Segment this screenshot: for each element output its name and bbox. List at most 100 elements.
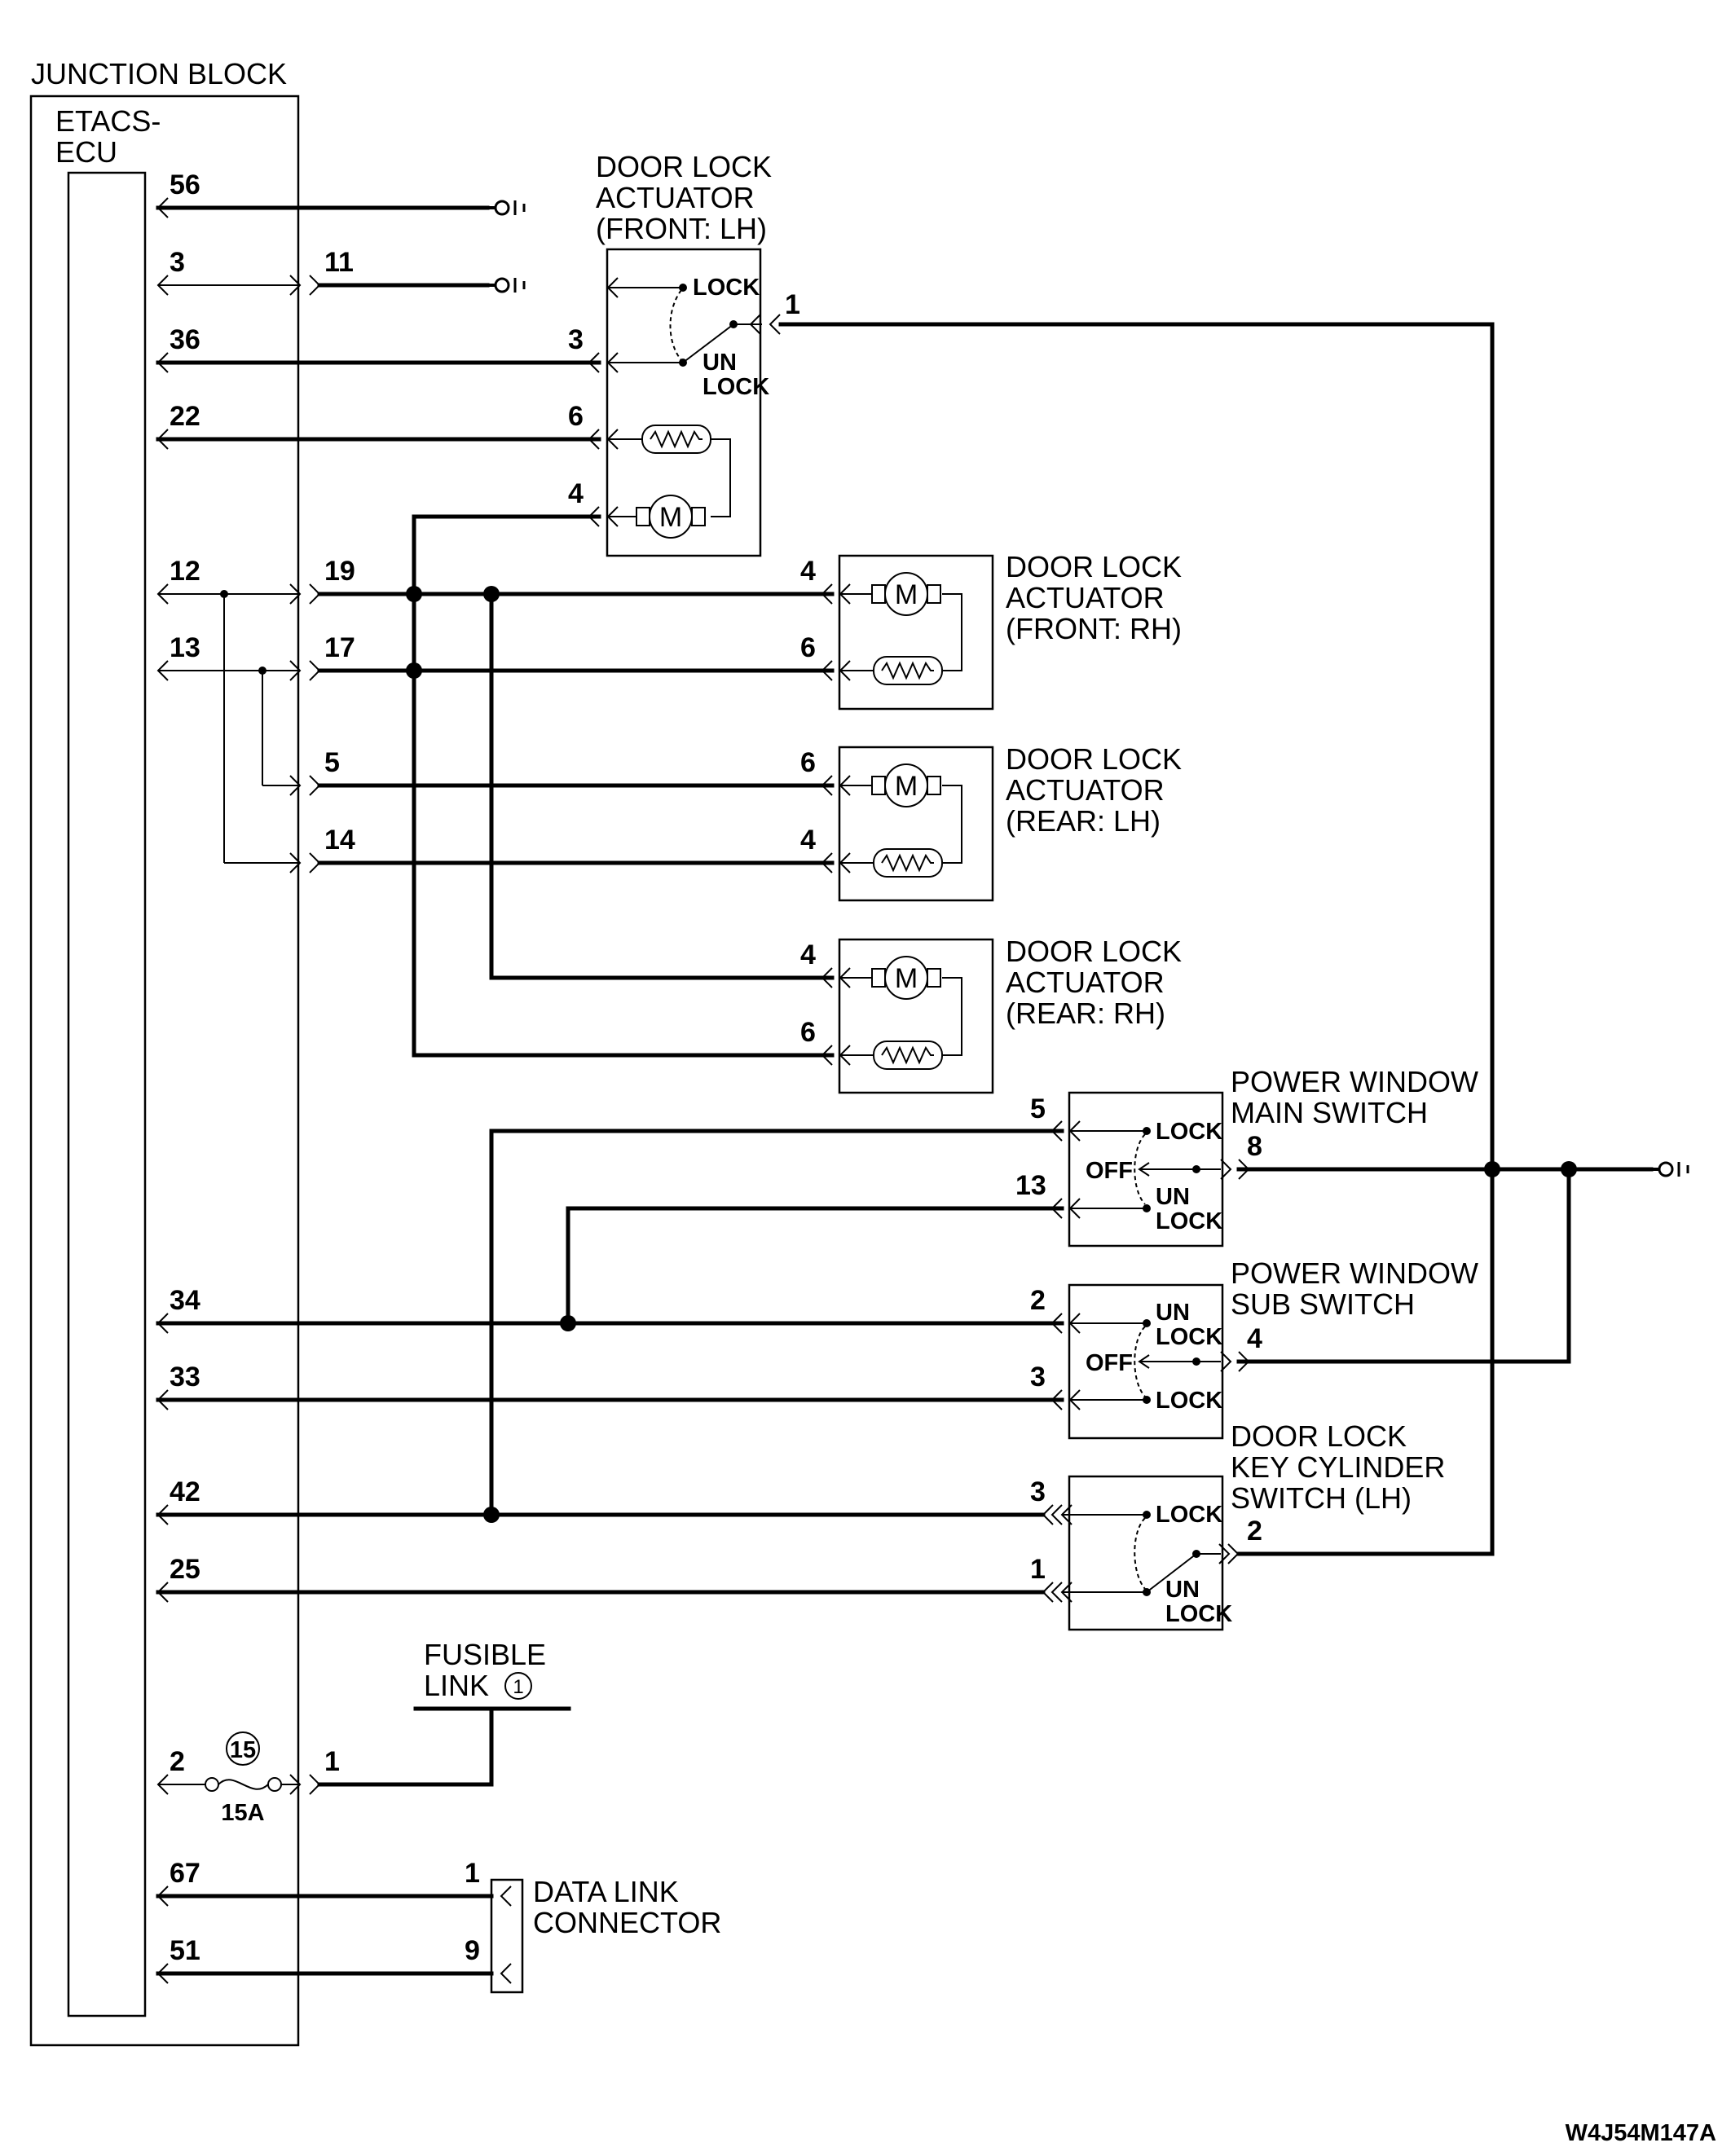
actuator-rear-rh-title-2: ACTUATOR (1006, 966, 1165, 999)
actuator-front-rh-title-1: DOOR LOCK (1006, 550, 1182, 583)
switch-pivot (729, 320, 738, 328)
actuator-front-lh (606, 248, 762, 557)
actuator-front-lh-title-3: (FRONT: LH) (596, 212, 767, 245)
flh-pin-3: 3 (568, 324, 584, 355)
contact (1143, 1588, 1151, 1596)
pw-sub-pin-4: 4 (1247, 1323, 1262, 1354)
junction-block-title: JUNCTION BLOCK (31, 57, 287, 90)
motor-icon (866, 763, 941, 807)
ecu-title-line1: ETACS- (55, 104, 161, 138)
motor-icon (866, 956, 941, 1000)
actuator-front-lh-conn (588, 314, 781, 527)
key-cyl-title-2: KEY CYLINDER (1231, 1450, 1445, 1484)
ground-icon (1650, 1160, 1689, 1178)
rrh-pin-4: 4 (800, 939, 816, 970)
pw-main-pin-8: 8 (1247, 1131, 1262, 1162)
rlh-pin-6: 6 (800, 747, 816, 778)
data-link-title-1: DATA LINK (533, 1875, 679, 1908)
contact (1143, 1204, 1151, 1212)
actuator-front-lh-title-1: DOOR LOCK (596, 150, 772, 183)
fusible-link-title-2: LINK (424, 1669, 489, 1702)
contact (1143, 1127, 1151, 1135)
jb-pin-11: 11 (324, 247, 354, 278)
jb-pin-19: 19 (324, 556, 355, 587)
actuator-front-rh (838, 554, 994, 711)
key-cylinder-internals (1042, 1504, 1240, 1603)
key-cyl-pin-3: 3 (1030, 1476, 1046, 1507)
harness-wires (156, 205, 1654, 1976)
pw-sub-switch (1068, 1283, 1224, 1440)
pw-main-unlock-label-2: LOCK (1156, 1208, 1222, 1234)
flh-pin-1: 1 (785, 289, 800, 320)
pw-main-pin-5: 5 (1030, 1093, 1046, 1124)
ecu-pin-22: 22 (170, 401, 200, 432)
data-link-connector (490, 1878, 524, 1994)
actuator-front-rh-title-2: ACTUATOR (1006, 581, 1165, 614)
actuator-rear-lh-internals (821, 775, 962, 873)
jb-pin-17: 17 (324, 632, 355, 663)
etacs-ecu (67, 171, 147, 2017)
ecu-pin-51: 51 (170, 1935, 200, 1966)
ecu-pin-36: 36 (170, 324, 200, 355)
jb-pin-1: 1 (324, 1746, 340, 1777)
actuator-front-rh-internals (821, 583, 962, 681)
key-cyl-unlock-label-1: UN (1165, 1577, 1200, 1603)
splice-13 (258, 667, 266, 675)
pw-main-title-2: MAIN SWITCH (1231, 1096, 1428, 1129)
ecu-pin-25: 25 (170, 1554, 200, 1585)
actuator-front-lh-internals (606, 277, 762, 527)
flh-unlock-label-1: UN (703, 350, 737, 376)
ground-icon (486, 199, 526, 217)
flh-lock-label: LOCK (693, 275, 760, 301)
actuator-front-rh-title-3: (FRONT: RH) (1006, 612, 1182, 645)
ecu-pin-56: 56 (170, 169, 200, 200)
rlh-pin-4: 4 (800, 825, 816, 856)
splice-12 (220, 590, 228, 598)
pw-main-pin-13: 13 (1015, 1170, 1046, 1201)
lock-contact (679, 284, 687, 292)
jb-pin-14: 14 (324, 825, 355, 856)
dlc-pin-1: 1 (465, 1858, 480, 1889)
pw-main-unlock-label-1: UN (1156, 1184, 1190, 1210)
contact (1192, 1165, 1200, 1173)
fusible-link-number-circle (504, 1672, 532, 1700)
ecu-pin-67: 67 (170, 1858, 200, 1889)
contact (1143, 1319, 1151, 1327)
pw-sub-lock-label: LOCK (1156, 1388, 1222, 1414)
pw-main-lock-label: LOCK (1156, 1119, 1222, 1145)
pw-sub-pin-2: 2 (1030, 1285, 1046, 1316)
ecu-pin-13: 13 (170, 632, 200, 663)
heater-icon (873, 848, 943, 878)
actuator-rear-rh-title-1: DOOR LOCK (1006, 935, 1182, 968)
actuator-rear-lh-title-1: DOOR LOCK (1006, 742, 1182, 776)
actuator-rear-rh (838, 938, 994, 1094)
fuse-number: 15 (230, 1737, 256, 1763)
flh-unlock-label-2: LOCK (703, 374, 769, 400)
pw-sub-title-1: POWER WINDOW (1231, 1256, 1478, 1290)
pw-sub-pin-3: 3 (1030, 1362, 1046, 1393)
pw-sub-internals (1050, 1313, 1250, 1410)
data-link-title-2: CONNECTOR (533, 1906, 721, 1939)
flh-pin-6: 6 (568, 401, 584, 432)
pw-main-title-1: POWER WINDOW (1231, 1065, 1478, 1098)
key-cyl-lock-label: LOCK (1156, 1502, 1222, 1528)
rrh-pin-6: 6 (800, 1017, 816, 1048)
heater-icon (641, 425, 711, 454)
ecu-connector-chevrons (156, 197, 321, 1984)
pw-sub-off-label: OFF (1086, 1350, 1133, 1376)
frh-pin-4: 4 (800, 556, 816, 587)
ground-icon (486, 276, 526, 294)
actuator-rear-lh-title-3: (REAR: LH) (1006, 804, 1161, 838)
frh-pin-6: 6 (800, 632, 816, 663)
heater-icon (873, 656, 943, 685)
fusible-link-title-1: FUSIBLE (424, 1638, 546, 1671)
junction-block (29, 95, 300, 2047)
motor-icon (631, 495, 706, 539)
fuse-rating: 15A (221, 1800, 264, 1826)
pw-sub-unlock-label-2: LOCK (1156, 1324, 1222, 1350)
key-cyl-title-1: DOOR LOCK (1231, 1419, 1407, 1453)
key-cyl-title-3: SWITCH (LH) (1231, 1481, 1412, 1515)
pw-sub-title-2: SUB SWITCH (1231, 1287, 1415, 1321)
key-cylinder-switch (1068, 1475, 1224, 1631)
actuator-rear-rh-title-3: (REAR: RH) (1006, 997, 1165, 1030)
